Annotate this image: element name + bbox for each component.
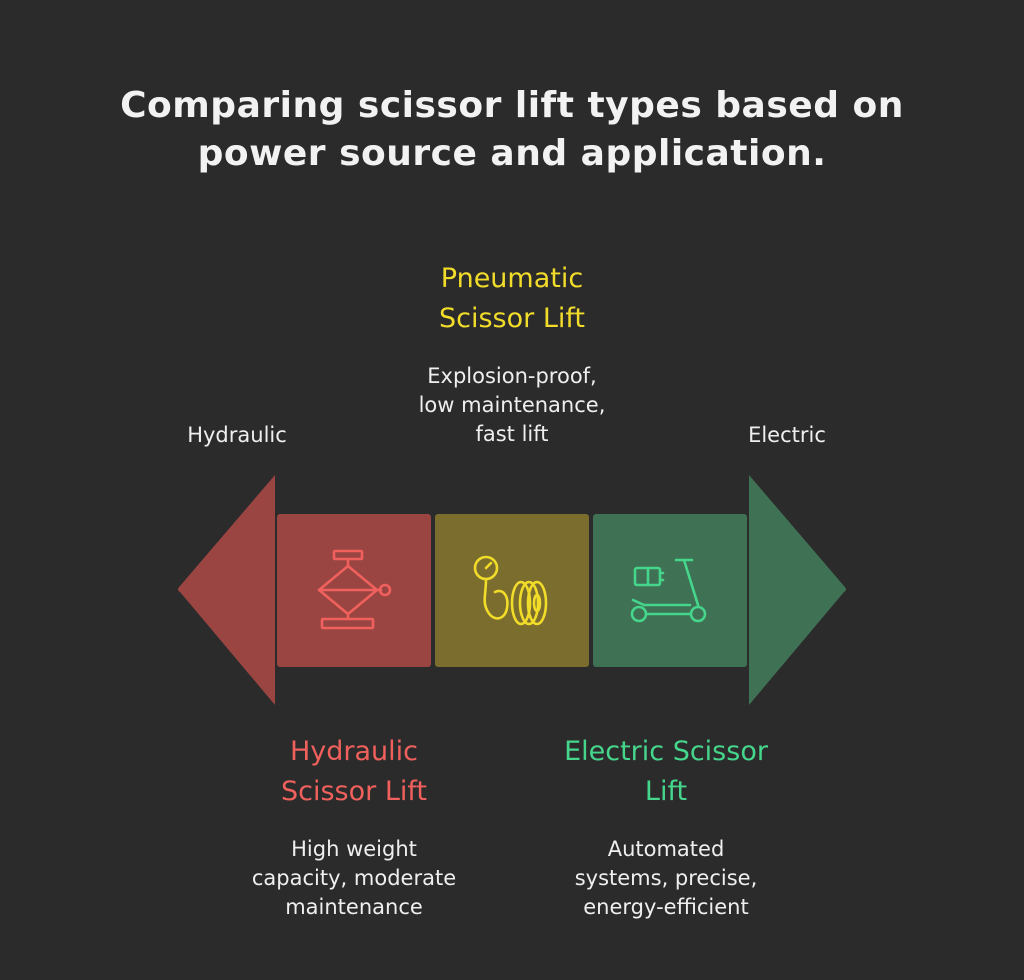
electric-scooter-battery-icon: [630, 558, 707, 623]
electric-description: Automated systems, precise, energy-effic…: [516, 835, 816, 922]
electric-heading-line-1: Electric Scissor: [564, 736, 768, 767]
electric-segment: [593, 514, 747, 667]
electric-desc-line-1: Automated: [607, 837, 725, 861]
left-arrow-head: [178, 475, 275, 705]
hydraulic-description: High weight capacity, moderate maintenan…: [204, 835, 504, 922]
air-hose-reel-icon: [473, 555, 548, 626]
pneumatic-desc-line-1: Explosion-proof,: [427, 364, 597, 388]
electric-heading: Electric Scissor Lift: [516, 732, 816, 812]
spectrum-right-label: Electric: [748, 423, 826, 447]
hydraulic-heading: Hydraulic Scissor Lift: [204, 732, 504, 812]
pneumatic-heading: Pneumatic Scissor Lift: [362, 259, 662, 339]
hydraulic-jack-icon: [317, 549, 392, 630]
pneumatic-segment: [435, 514, 589, 667]
page-title: Comparing scissor lift types based on po…: [120, 85, 904, 174]
electric-heading-line-2: Lift: [644, 776, 688, 807]
pneumatic-description: Explosion-proof, low maintenance, fast l…: [362, 362, 662, 449]
hydraulic-heading-line-1: Hydraulic: [289, 736, 419, 767]
pneumatic-heading-line-2: Scissor Lift: [439, 303, 585, 334]
spectrum-left-label: Hydraulic: [187, 423, 287, 447]
electric-desc-line-3: energy-efficient: [583, 895, 749, 919]
right-arrow-head: [749, 475, 846, 705]
pneumatic-heading-line-1: Pneumatic: [440, 263, 584, 294]
pneumatic-desc-line-3: fast lift: [475, 422, 549, 446]
hydraulic-desc-line-1: High weight: [291, 837, 417, 861]
pneumatic-desc-line-2: low maintenance,: [418, 393, 606, 417]
electric-desc-line-2: systems, precise,: [574, 866, 758, 890]
hydraulic-heading-line-2: Scissor Lift: [281, 776, 427, 807]
hydraulic-desc-line-2: capacity, moderate: [251, 866, 457, 890]
hydraulic-desc-line-3: maintenance: [285, 895, 423, 919]
